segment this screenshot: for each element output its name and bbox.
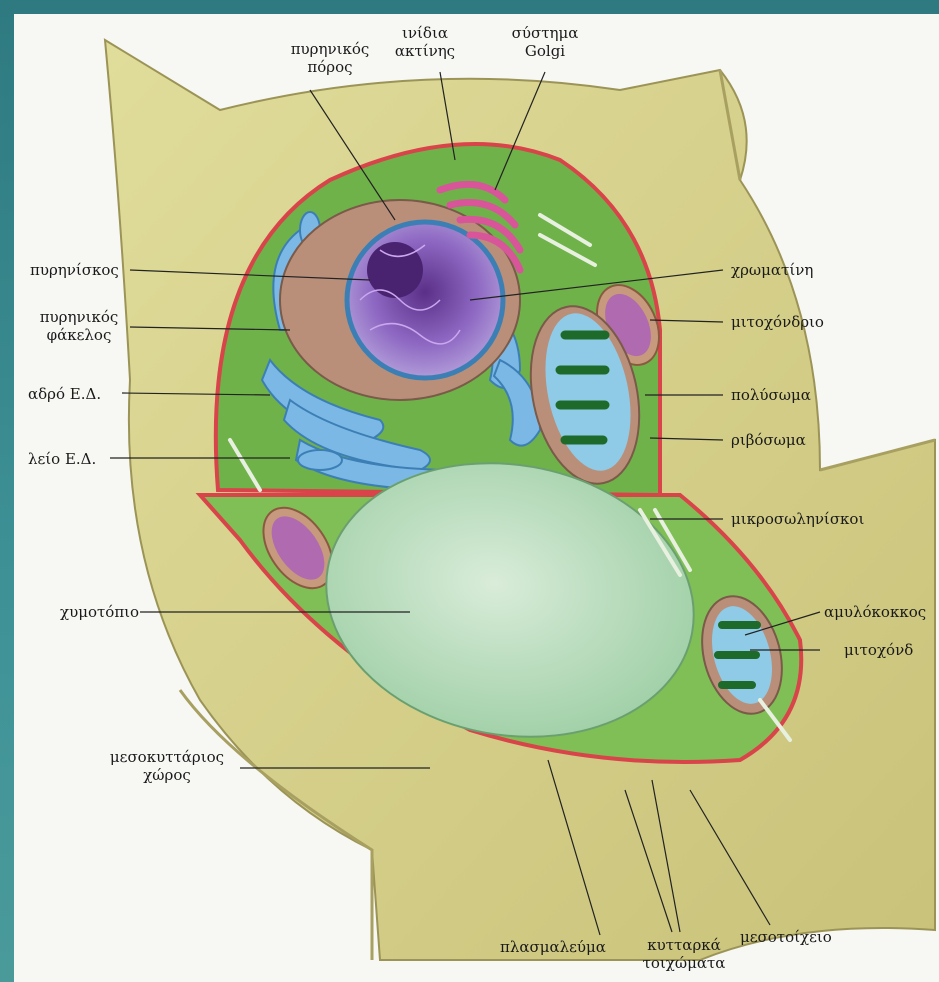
label-text: τοιχώματα	[634, 954, 734, 972]
label-polysome: πολύσωμα	[731, 386, 811, 404]
label-text: πυρηνικός	[28, 308, 130, 326]
label-golgi: σύστημα Golgi	[500, 24, 590, 60]
nucleus	[280, 200, 520, 400]
label-rough-er: αδρό Ε.Δ.	[28, 385, 101, 403]
label-smooth-er: λείο Ε.Δ.	[28, 450, 96, 468]
label-middle-lamella: μεσοτοίχειο	[740, 928, 832, 946]
label-actin-filaments: ινίδια ακτίνης	[380, 24, 470, 60]
label-text: πυρηνικός	[270, 40, 390, 58]
label-cell-walls: κυτταρκά τοιχώματα	[634, 936, 734, 972]
label-amyloplast: αμυλόκοκκος	[824, 603, 926, 621]
label-text: χώρος	[92, 766, 242, 784]
label-mitochondrion-2: μιτοχόνδ	[844, 641, 913, 659]
label-text: μεσοκυττάριος	[92, 748, 242, 766]
label-text: ακτίνης	[380, 42, 470, 60]
label-chromatin: χρωματίνη	[731, 261, 813, 279]
label-intercellular-space: μεσοκυττάριος χώρος	[92, 748, 242, 784]
label-text: πόρος	[270, 58, 390, 76]
label-nuclear-envelope: πυρηνικός φάκελος	[28, 308, 130, 344]
label-text: φάκελος	[28, 326, 130, 344]
label-mitochondrion: μιτοχόνδριο	[731, 313, 824, 331]
label-text: σύστημα	[500, 24, 590, 42]
label-text: ινίδια	[380, 24, 470, 42]
label-microtubules: μικροσωληνίσκοι	[731, 510, 864, 528]
label-vacuole: χυμοτόπιο	[60, 603, 139, 621]
label-text: κυτταρκά	[634, 936, 734, 954]
label-nucleolus: πυρηνίσκος	[30, 261, 119, 279]
diagram-sheet: πυρηνικός πόρος ινίδια ακτίνης σύστημα G…	[14, 14, 939, 982]
label-plasma-membrane: πλασμαλεύμα	[500, 938, 606, 956]
label-text: Golgi	[500, 42, 590, 60]
label-ribosome: ριβόσωμα	[731, 431, 806, 449]
plant-cell-diagram	[14, 14, 939, 982]
label-nuclear-pore: πυρηνικός πόρος	[270, 40, 390, 76]
